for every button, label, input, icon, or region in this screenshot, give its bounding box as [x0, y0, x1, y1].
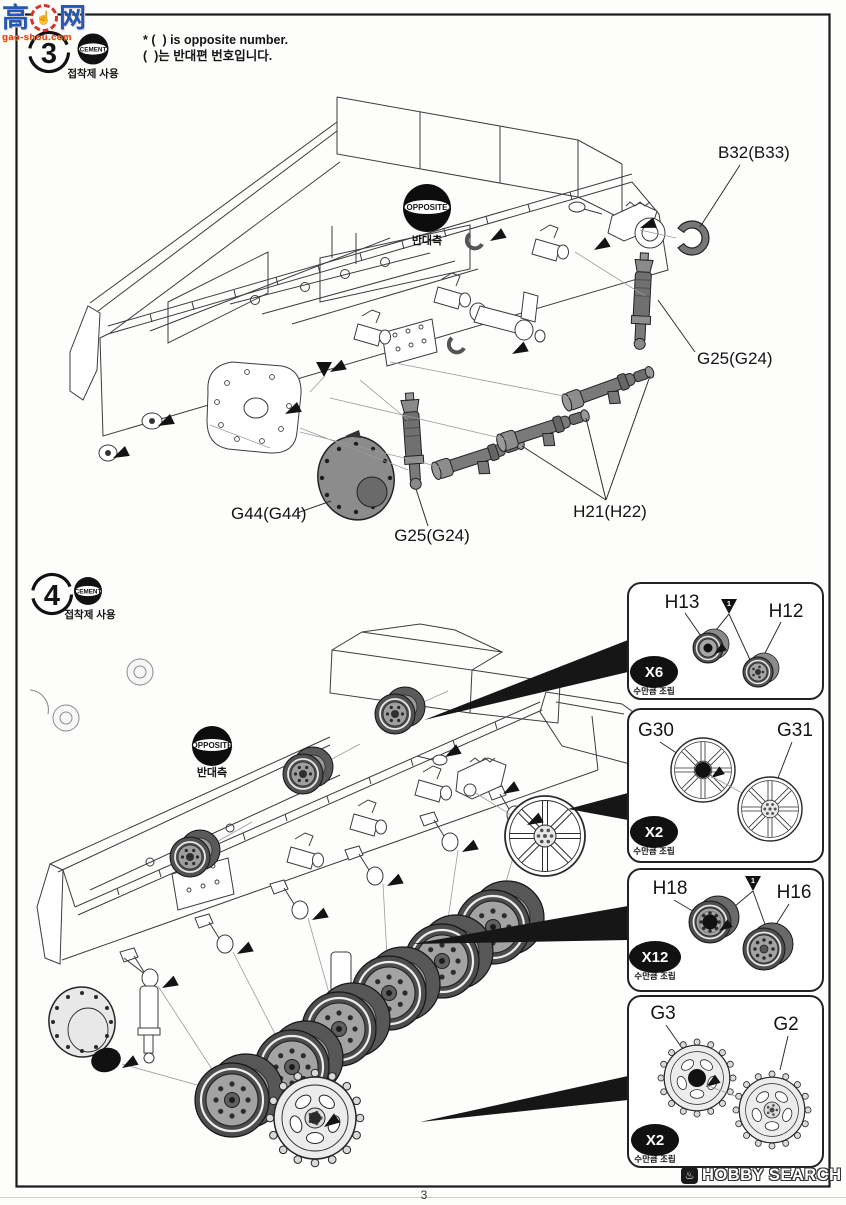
watermark-char-right: 网 — [59, 3, 86, 33]
detail-box-g3-g2: G3 G2 X2 수만큼 조립 — [627, 995, 824, 1168]
qty-caption-4: 수만큼 조립 — [634, 1154, 675, 1164]
detail-box-g30-g31: G30 G31 X2 수만큼 조립 — [627, 708, 824, 863]
qty-x2a: X2 — [645, 824, 663, 841]
label-h21: H21(H22) — [573, 502, 647, 521]
final-drive-housing — [48, 986, 121, 1073]
opposite-label: OPPOSITE — [407, 203, 449, 212]
qty-caption-1: 수만큼 조립 — [633, 686, 674, 696]
part-g25-shock-lower — [399, 391, 427, 491]
detail-box-h13-h12: H13 H12 1 X6 수만큼 조립 — [627, 582, 824, 700]
part-g31-idler — [737, 776, 803, 842]
step3-number: 3 — [41, 38, 57, 70]
label-h18: H18 — [653, 878, 688, 899]
opposite-caption-step4: 반대측 — [197, 765, 227, 779]
part-g25-shock-upper — [629, 252, 655, 351]
part-b32-clamp — [677, 220, 710, 256]
part-h21-bar-2 — [494, 405, 596, 463]
label-g3: G3 — [650, 1003, 675, 1024]
step3-header: 3 CEMENT 접착제 사용 — [27, 30, 119, 80]
polycap-marker-2: 1 — [751, 876, 755, 885]
qty-badge-x2a: X2 수만큼 조립 — [630, 816, 678, 856]
qty-badge-x12: X12 수만큼 조립 — [629, 941, 681, 981]
label-g25-lower: G25(G24) — [394, 526, 470, 545]
polycap-marker-icon-2 — [745, 876, 761, 891]
watermark-char-left: 高 — [2, 3, 29, 33]
page-number: 3 — [420, 1188, 428, 1202]
step4-header: 4 CEMENT 접착제 사용 — [30, 572, 116, 621]
flame-icon: ♨ — [681, 1167, 698, 1184]
qty-caption-2: 수만큼 조립 — [633, 846, 674, 856]
qty-x6: X6 — [645, 664, 663, 681]
label-g25-upper: G25(G24) — [697, 349, 773, 368]
step4-number: 4 — [44, 580, 60, 612]
qty-badge-x6: X6 수만큼 조립 — [630, 656, 678, 696]
site-watermark: 高 ☝ 网 gao-shou.com — [2, 4, 92, 43]
label-g31: G31 — [777, 720, 813, 741]
gear-thumb-icon: ☝ — [30, 4, 58, 32]
qty-x12: X12 — [642, 949, 669, 966]
return-roller-1 — [374, 686, 426, 735]
cement-label-step4: CEMENT — [75, 589, 102, 596]
label-h13: H13 — [665, 592, 700, 613]
opposite-caption: 반대측 — [412, 233, 442, 247]
step4-illustration: OPPOSITE 반대측 — [29, 623, 651, 1168]
detail-box-h18-h16: H18 H16 1 X12 수만큼 조립 — [627, 868, 824, 992]
polycap-marker-1: 1 — [727, 599, 731, 608]
hobby-search-watermark: ♨ HOBBY SEARCH — [681, 1166, 842, 1185]
label-h12: H12 — [769, 601, 804, 622]
page-border — [15, 13, 831, 1188]
note-line2: ( )는 반대편 번호입니다. — [143, 49, 273, 63]
opposite-note: * ( ) is opposite number. ( )는 반대편 번호입니다. — [143, 32, 288, 64]
label-g2: G2 — [773, 1014, 798, 1035]
opposite-badge-step3: OPPOSITE 반대측 — [403, 184, 451, 247]
cement-caption-step4: 접착제 사용 — [64, 608, 116, 621]
qty-caption-3: 수만큼 조립 — [634, 971, 675, 981]
cement-badge-step4: CEMENT 접착제 사용 — [64, 577, 116, 621]
watermark-site-url: gao-shou.com — [2, 32, 72, 43]
note-line1: * ( ) is opposite number. — [143, 33, 289, 47]
opposite-badge-step4: OPPOSITE 반대측 — [192, 726, 234, 779]
step3-illustration: OPPOSITE 반대측 B32(B33) G25(G24) G44(G44) … — [69, 96, 790, 545]
cement-caption: 접착제 사용 — [67, 67, 119, 80]
polycap-marker-icon — [721, 599, 737, 614]
page-bottom-rule — [0, 1197, 846, 1198]
label-h16: H16 — [777, 882, 812, 903]
cement-label: CEMENT — [80, 47, 107, 54]
label-b32: B32(B33) — [718, 143, 790, 162]
part-g44-cover — [317, 430, 395, 521]
hobby-search-logo-text: HOBBY SEARCH — [702, 1166, 842, 1184]
qty-x2b: X2 — [646, 1132, 664, 1149]
callout-wedges — [412, 640, 628, 1122]
part-h21-bar-3 — [559, 361, 661, 423]
opposite-label-step4: OPPOSITE — [192, 741, 234, 750]
qty-badge-x2b: X2 수만큼 조립 — [631, 1124, 679, 1164]
part-g2-sprocket — [732, 1070, 812, 1150]
label-g44: G44(G44) — [231, 504, 307, 523]
cement-badge: CEMENT 접착제 사용 — [67, 33, 119, 80]
label-g30: G30 — [638, 720, 674, 741]
return-roller-2 — [282, 746, 334, 795]
road-wheel-1 — [193, 1052, 285, 1139]
